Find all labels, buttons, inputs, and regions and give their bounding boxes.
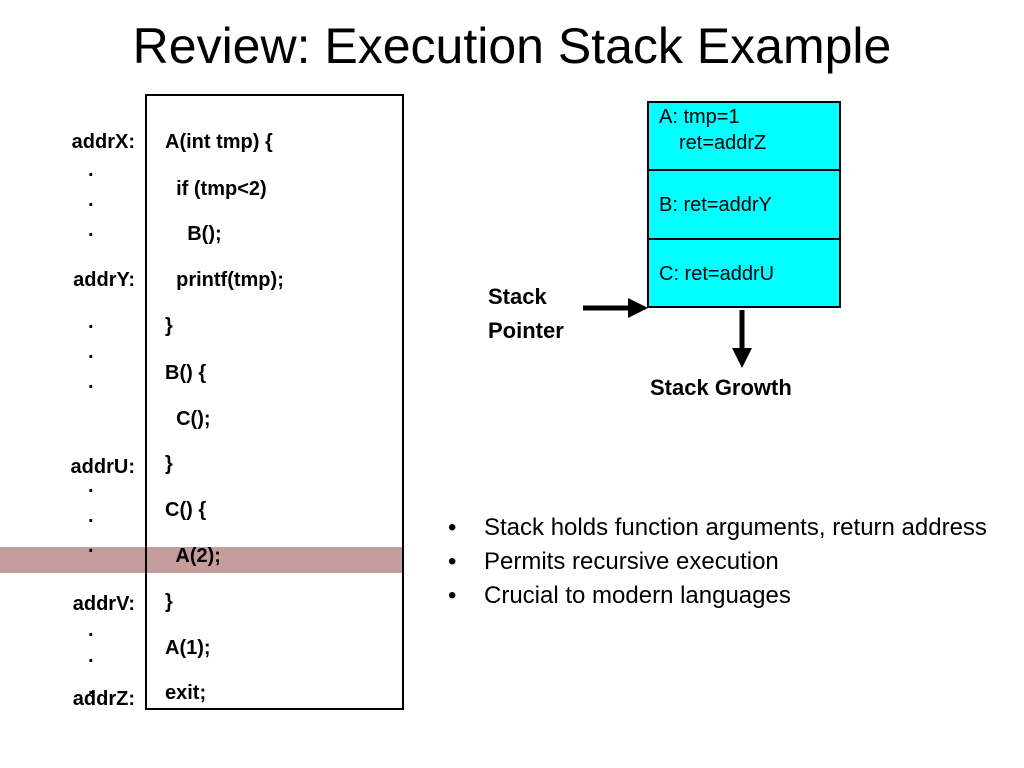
stack-pointer-arrow — [583, 298, 648, 318]
ellipsis-dot: . — [88, 535, 94, 557]
bullet-item: • Crucial to modern languages — [448, 582, 1008, 610]
ellipsis-dot: . — [88, 341, 94, 363]
stack-frame-a: A: tmp=1 ret=addrZ — [647, 101, 841, 171]
bullet-icon: • — [448, 582, 457, 609]
ellipsis-dot: . — [88, 645, 94, 667]
address-label-u: addrU: — [70, 456, 135, 478]
code-listing-box — [145, 94, 404, 710]
code-line: printf(tmp); — [165, 269, 284, 291]
stack-growth-arrow — [732, 310, 752, 368]
bullet-text: Permits recursive execution — [484, 548, 779, 575]
stack-frame-text: C: ret=addrU — [659, 263, 775, 285]
address-label-x: addrX: — [71, 131, 135, 153]
bullet-icon: • — [448, 514, 457, 541]
stack-frame-b: B: ret=addrY — [647, 169, 841, 240]
address-label-y: addrY: — [73, 269, 135, 291]
current-line-highlight — [0, 547, 402, 573]
stack-growth-label: Stack Growth — [650, 375, 792, 400]
ellipsis-dot: . — [88, 619, 94, 641]
bullet-item: • Permits recursive execution — [448, 548, 1008, 576]
ellipsis-dot: . — [88, 219, 94, 241]
code-line: C(); — [165, 408, 211, 430]
ellipsis-dot: . — [88, 159, 94, 181]
code-line: B() { — [165, 362, 207, 384]
stack-frame-text: ret=addrZ — [679, 132, 767, 154]
stack-frame-c: C: ret=addrU — [647, 238, 841, 308]
code-line: exit; — [165, 682, 207, 704]
ellipsis-dot: . — [88, 311, 94, 333]
ellipsis-dot: . — [88, 677, 94, 699]
ellipsis-dot: . — [88, 371, 94, 393]
ellipsis-dot: . — [88, 189, 94, 211]
address-label-z: addrZ: — [72, 688, 135, 710]
code-line: B(); — [165, 223, 222, 245]
stack-frame-text: A: tmp=1 — [659, 106, 740, 128]
bullet-icon: • — [448, 548, 457, 575]
slide-title: Review: Execution Stack Example — [132, 18, 892, 74]
bullet-list: • Stack holds function arguments, return… — [448, 514, 1008, 616]
stack-frame-text: B: ret=addrY — [659, 194, 772, 216]
code-line: if (tmp<2) — [165, 178, 267, 200]
code-line: A(1); — [165, 637, 211, 659]
stack-pointer-label: Stack — [488, 284, 547, 309]
stack-pointer-label: Pointer — [488, 318, 564, 343]
address-label-v: addrV: — [72, 593, 135, 615]
bullet-item: • Stack holds function arguments, return… — [448, 514, 1008, 542]
code-line: } — [165, 315, 173, 337]
ellipsis-dot: . — [88, 505, 94, 527]
code-line: } — [165, 453, 173, 475]
code-line: } — [165, 591, 173, 613]
code-line: A(2); — [165, 545, 221, 567]
code-line: C() { — [165, 499, 207, 521]
ellipsis-dot: . — [88, 475, 94, 497]
code-line: A(int tmp) { — [165, 131, 273, 153]
bullet-text: Crucial to modern languages — [484, 582, 791, 609]
bullet-text: Stack holds function arguments, return a… — [484, 514, 987, 541]
